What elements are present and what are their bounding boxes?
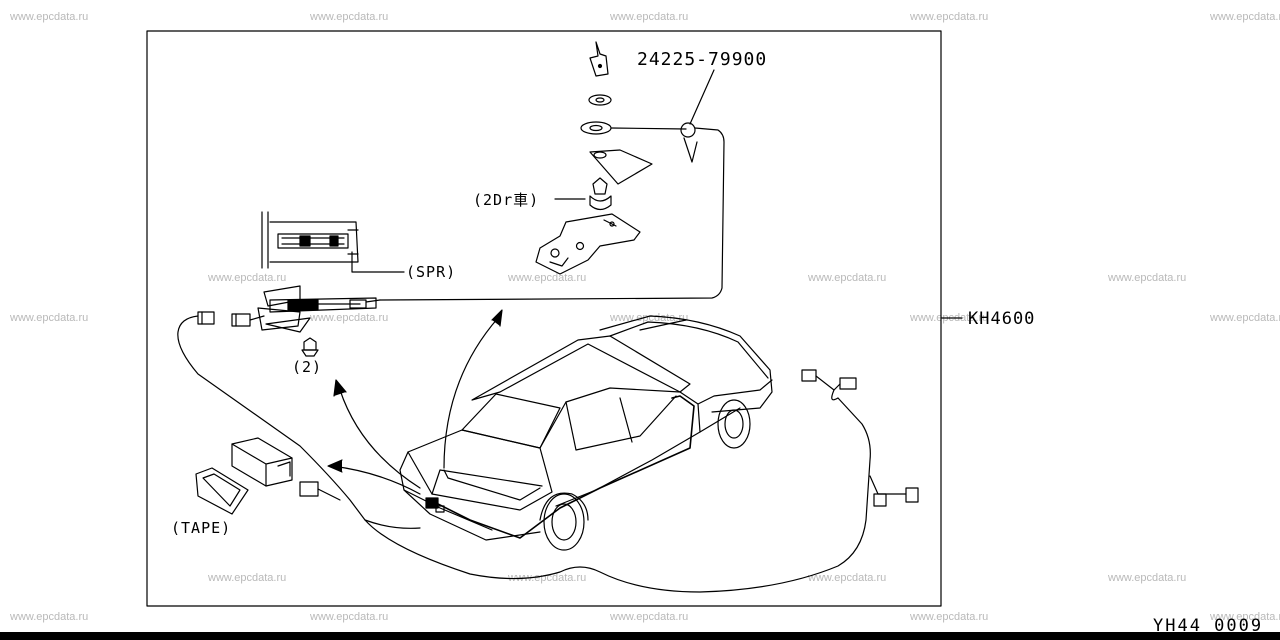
watermark: www.epcdata.ru <box>10 11 89 23</box>
tape-label: (TAPE) <box>171 519 232 537</box>
watermark: www.epcdata.ru <box>808 572 887 584</box>
antenna-bracket <box>535 213 641 275</box>
watermark: www.epcdata.ru <box>10 312 89 324</box>
harness-connector-left <box>197 311 265 327</box>
amplifier-box <box>231 437 293 487</box>
diagram-frame <box>146 30 942 607</box>
bottom-bar <box>0 632 1280 640</box>
spr-detail <box>261 211 359 269</box>
watermark: www.epcdata.ru <box>310 312 389 324</box>
car-body <box>399 315 773 551</box>
watermark: www.epcdata.ru <box>610 312 689 324</box>
antenna-feeder-cable <box>379 127 725 301</box>
antenna-mast-top <box>589 41 609 77</box>
diagram-code: YH44 0009 <box>1153 616 1264 636</box>
antenna-nut <box>588 94 612 106</box>
harness-branch <box>364 519 421 529</box>
watermark: www.epcdata.ru <box>808 272 887 284</box>
leader-partno <box>689 69 715 125</box>
watermark: www.epcdata.ru <box>310 11 389 23</box>
watermark: www.epcdata.ru <box>310 611 389 623</box>
main-harness <box>177 315 871 593</box>
arrow-3 <box>327 459 421 495</box>
watermark: www.epcdata.ru <box>610 611 689 623</box>
watermark: www.epcdata.ru <box>1210 11 1280 23</box>
quantity-label: (2) <box>292 358 323 376</box>
harness-connector-lower <box>299 481 341 501</box>
watermark: www.epcdata.ru <box>1210 312 1280 324</box>
cable-clip <box>680 122 698 163</box>
antenna-gasket <box>589 149 653 185</box>
tape-pad <box>195 467 249 515</box>
watermark: www.epcdata.ru <box>208 572 287 584</box>
watermark: www.epcdata.ru <box>1108 572 1187 584</box>
arrow-2 <box>333 379 421 489</box>
watermark: www.epcdata.ru <box>910 611 989 623</box>
clip-part <box>301 337 319 357</box>
watermark: www.epcdata.ru <box>508 272 587 284</box>
two-door-label: (2Dr車) <box>473 191 540 209</box>
part-number-label: 24225-79900 <box>637 49 768 70</box>
watermark: www.epcdata.ru <box>910 11 989 23</box>
watermark: www.epcdata.ru <box>1210 611 1280 623</box>
kh-code-label: KH4600 <box>968 309 1036 329</box>
watermark: www.epcdata.ru <box>1108 272 1187 284</box>
leader-spr <box>351 251 405 273</box>
watermark: www.epcdata.ru <box>610 11 689 23</box>
watermark: www.epcdata.ru <box>208 272 287 284</box>
arrow-1 <box>443 309 503 469</box>
antenna-base-bolt <box>589 177 612 211</box>
watermark: www.epcdata.ru <box>508 572 587 584</box>
antenna-amplifier <box>257 285 381 333</box>
spr-label: (SPR) <box>406 263 457 281</box>
watermark: www.epcdata.ru <box>10 611 89 623</box>
harness-connector-right <box>801 369 919 507</box>
antenna-washer-cable <box>580 121 687 135</box>
